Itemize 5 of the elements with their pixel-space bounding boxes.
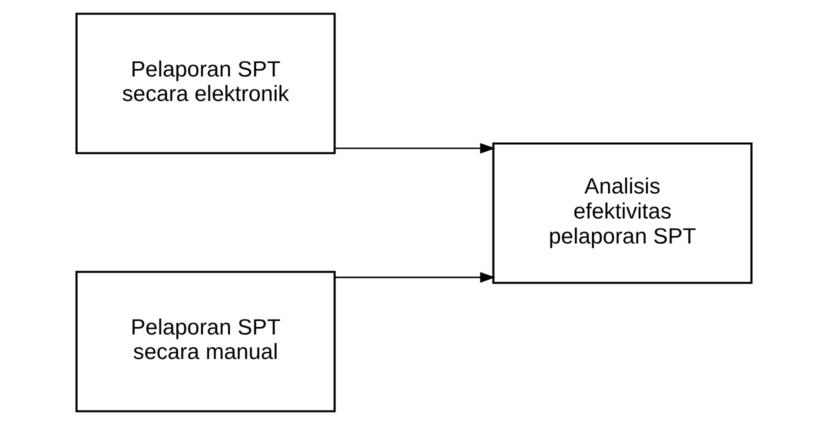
arrow <box>334 143 495 154</box>
node-box: Analisis efektivitas pelaporan SPT <box>492 142 752 284</box>
arrow <box>334 272 495 283</box>
node-box: Pelaporan SPT secara elektronik <box>74 12 336 154</box>
node-box: Pelaporan SPT secara manual <box>74 270 336 412</box>
